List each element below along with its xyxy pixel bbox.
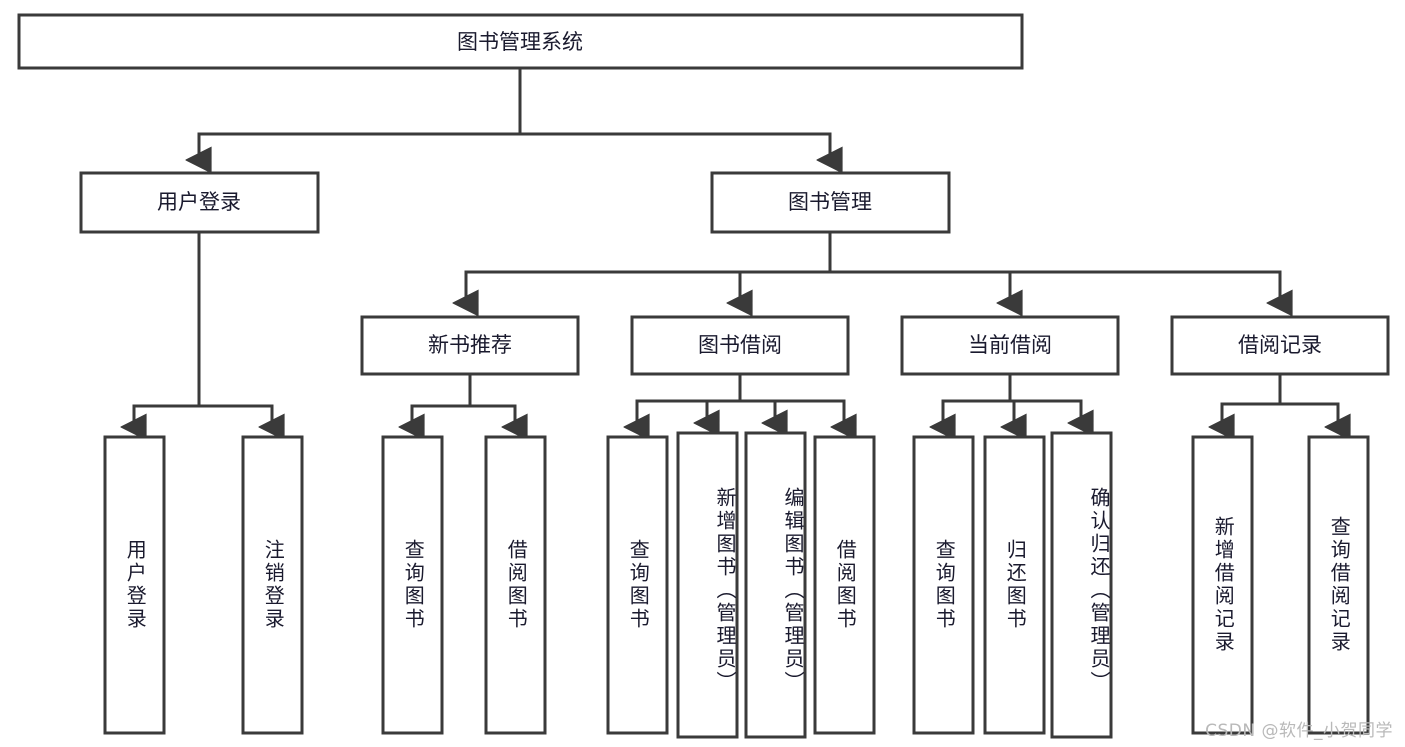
leaf-boxes (103, 431, 1370, 739)
leaf-borrow-book-1-box[interactable] (484, 435, 547, 735)
node-new-book-recommend-label: 新书推荐 (428, 333, 512, 357)
node-user-login[interactable]: 用户登录 (79, 171, 320, 234)
leaf-query-book-1-box[interactable] (381, 435, 444, 735)
leaf-query-record-box[interactable] (1307, 435, 1370, 735)
node-book-manage-box[interactable] (710, 171, 951, 234)
node-book-manage[interactable]: 图书管理 (710, 171, 951, 234)
node-root-box[interactable] (17, 13, 1024, 70)
node-book-borrow-box[interactable] (630, 315, 850, 376)
node-book-borrow-label: 图书借阅 (698, 333, 782, 357)
node-current-borrow-box[interactable] (900, 315, 1120, 376)
edges-current-borrow-to-leaves (943, 372, 1081, 427)
edges-book-manage-to-level3 (466, 230, 1280, 303)
node-new-book-recommend[interactable]: 新书推荐 (360, 315, 580, 376)
edges-new-book-recommend-to-leaves (412, 372, 515, 427)
node-user-login-box[interactable] (79, 171, 320, 234)
edges-user-login-to-leaves (134, 230, 272, 427)
leaf-add-record-box[interactable] (1191, 435, 1254, 735)
edges-book-borrow-to-leaves (637, 372, 844, 427)
node-root[interactable]: 图书管理系统 (17, 13, 1024, 70)
node-root-label: 图书管理系统 (457, 30, 583, 54)
node-borrow-record-label: 借阅记录 (1238, 333, 1322, 357)
leaf-query-book-2-box[interactable] (606, 435, 669, 735)
node-current-borrow-label: 当前借阅 (968, 333, 1052, 357)
leaf-return-book-box[interactable] (983, 435, 1046, 735)
node-current-borrow[interactable]: 当前借阅 (900, 315, 1120, 376)
leaf-user-login-box[interactable] (103, 435, 166, 735)
leaf-logout-login-box[interactable] (241, 435, 304, 735)
watermark-text: CSDN @软件_小贺同学 (1205, 721, 1393, 741)
leaf-confirm-return-box[interactable] (1050, 431, 1113, 739)
leaf-query-book-3-box[interactable] (912, 435, 975, 735)
node-new-book-recommend-box[interactable] (360, 315, 580, 376)
leaf-borrow-book-2-box[interactable] (813, 435, 876, 735)
edges-borrow-record-to-leaves (1222, 372, 1338, 427)
node-user-login-label: 用户登录 (157, 190, 241, 214)
node-borrow-record[interactable]: 借阅记录 (1170, 315, 1390, 376)
leaf-edit-book-box[interactable] (744, 431, 807, 739)
leaf-add-book-box[interactable] (676, 431, 739, 739)
edges-root-to-level2 (199, 66, 830, 160)
node-book-manage-label: 图书管理 (788, 190, 872, 214)
node-book-borrow[interactable]: 图书借阅 (630, 315, 850, 376)
node-borrow-record-box[interactable] (1170, 315, 1390, 376)
